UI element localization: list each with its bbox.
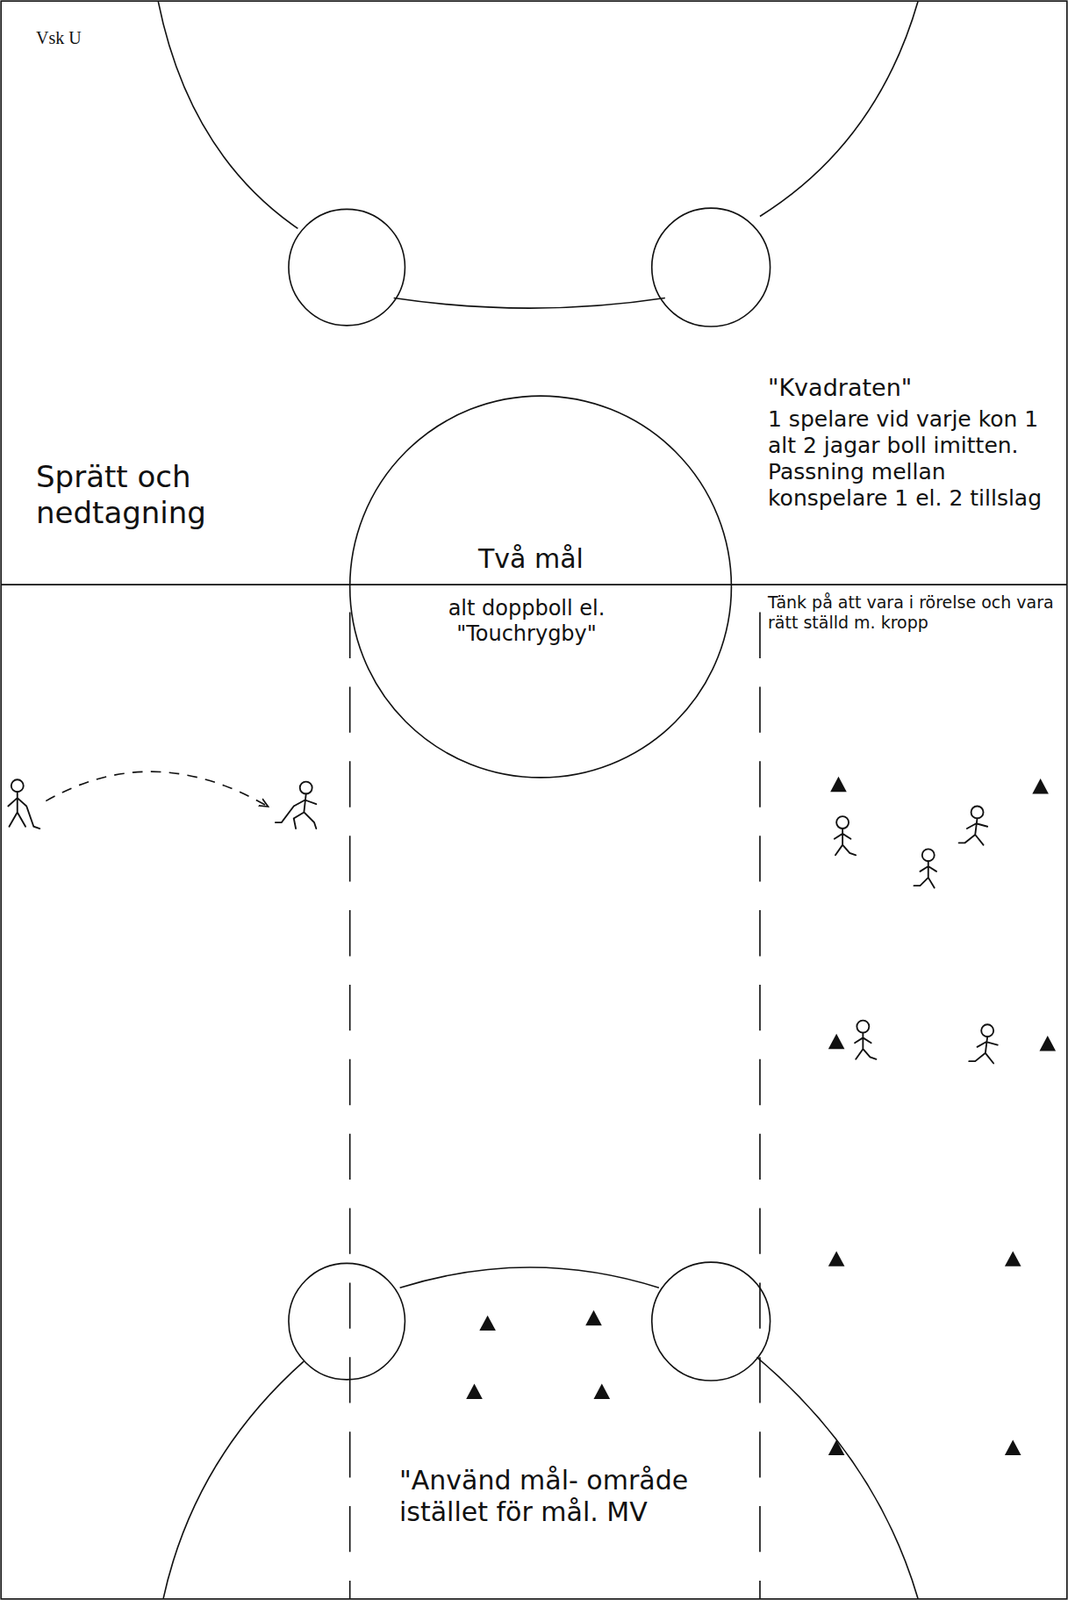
cone xyxy=(479,1315,496,1331)
coaching-note: Tänk på att vara i rörelse och vara rätt… xyxy=(765,591,1060,634)
goal-area-arc xyxy=(163,1361,304,1599)
center-line xyxy=(0,583,1068,586)
drill-note: "Använd mål- område istället för mål. MV xyxy=(396,1463,741,1529)
goal-area-arc xyxy=(157,0,298,229)
zone-divider xyxy=(759,612,761,1599)
cone xyxy=(830,776,847,792)
player-figure xyxy=(275,781,316,829)
cone xyxy=(1004,1250,1022,1266)
cone xyxy=(1039,1035,1056,1051)
goal-area-arc xyxy=(759,0,918,216)
cone xyxy=(1032,778,1049,794)
cone xyxy=(1004,1439,1022,1455)
cone xyxy=(828,1250,846,1266)
goal-area-circle xyxy=(652,207,771,327)
drill-note: 1 spelare vid varje kon 1 alt 2 jagar bo… xyxy=(765,405,1060,513)
cone-player xyxy=(834,805,998,1063)
pass-arrow xyxy=(45,771,267,806)
cone-group xyxy=(465,776,1056,1456)
goal-area-circle xyxy=(288,1262,406,1380)
cone xyxy=(593,1383,610,1399)
sheet-code: Vsk U xyxy=(33,26,148,50)
drill-title: Två mål xyxy=(443,542,619,576)
drill-title: "Kvadraten" xyxy=(765,372,1060,403)
cone xyxy=(585,1310,603,1326)
goal-area-circle xyxy=(288,208,406,326)
cone xyxy=(465,1383,483,1399)
goal-area-arc xyxy=(394,297,666,309)
center-circle xyxy=(350,395,732,778)
drill-note: alt doppboll el. "Touchrygby" xyxy=(405,594,648,648)
drill-note: Sprätt och nedtagning xyxy=(33,458,253,532)
cone xyxy=(828,1439,846,1455)
goal-area-circle xyxy=(652,1261,771,1381)
goal-area-arc xyxy=(756,1356,918,1599)
goal-area-arc xyxy=(400,1267,660,1288)
zone-divider xyxy=(349,612,352,1599)
cone xyxy=(828,1033,846,1049)
player-figure xyxy=(7,779,40,829)
